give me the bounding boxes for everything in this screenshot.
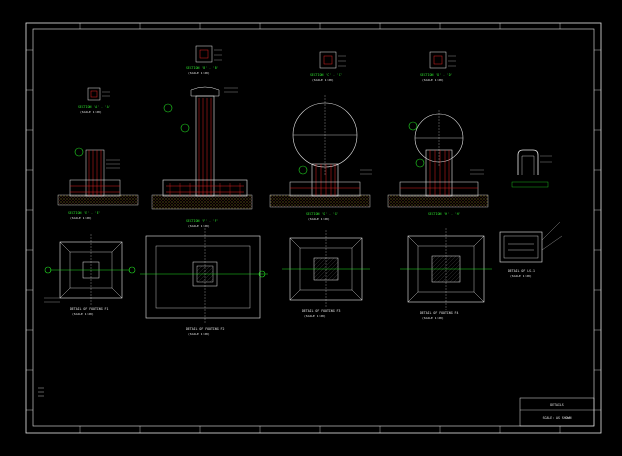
footing-f2-plan: DETAIL OF FOOTING F2 (SCALE 1:20) [140, 228, 268, 336]
footing-f1-title: DETAIL OF FOOTING F1 [70, 307, 108, 311]
left-edge-scale [38, 387, 44, 397]
sheet-border [25, 22, 602, 434]
footing-f1-scale: (SCALE 1:20) [72, 312, 94, 316]
tall-column-elevation: SECTION 'F' - 'F' (SCALE 1:20) [151, 86, 253, 228]
section-f-title: SECTION 'F' - 'F' [186, 219, 219, 223]
section-b-title: SECTION 'B' - 'B' [186, 66, 219, 70]
ls1-title: DETAIL OF LS-1 [508, 269, 535, 273]
title-block: DETAILS SCALE: AS SHOWN [519, 397, 595, 427]
section-c-scale: (SCALE 1:20) [312, 78, 334, 82]
ls-detail [511, 149, 552, 188]
section-a-small: SECTION 'A' - 'A' (SCALE 1:20) [78, 87, 111, 114]
footing-f3-title: DETAIL OF FOOTING F3 [302, 309, 340, 313]
globe-elevation-1: SECTION 'G' - 'G' (SCALE 1:20) [269, 95, 371, 221]
section-d-title: SECTION 'D' - 'D' [420, 73, 453, 77]
section-e-scale: (SCALE 1:20) [70, 216, 92, 220]
footing-f1-plan: DETAIL OF FOOTING F1 (SCALE 1:20) [44, 234, 136, 316]
section-g-scale: (SCALE 1:20) [308, 217, 330, 221]
footing-f3-scale: (SCALE 1:20) [304, 314, 326, 318]
title-block-title: DETAILS [550, 403, 564, 407]
section-d-scale: (SCALE 1:20) [422, 78, 444, 82]
footing-f2-scale: (SCALE 1:20) [188, 332, 210, 336]
section-e-title: SECTION 'E' - 'E' [68, 211, 101, 215]
section-a-scale: (SCALE 1:20) [80, 110, 102, 114]
footing-f4-scale: (SCALE 1:20) [422, 316, 444, 320]
section-c-title: SECTION 'C' - 'C' [310, 73, 343, 77]
section-a-title: SECTION 'A' - 'A' [78, 105, 111, 109]
section-h-title: SECTION 'H' - 'H' [428, 212, 461, 216]
ls1-plan: DETAIL OF LS-1 (SCALE 1:20) [499, 221, 563, 278]
footing-f3-plan: DETAIL OF FOOTING F3 (SCALE 1:20) [282, 230, 370, 318]
section-f-scale: (SCALE 1:20) [188, 224, 210, 228]
section-b-small: SECTION 'B' - 'B' (SCALE 1:20) [186, 45, 222, 75]
title-block-scale: SCALE: AS SHOWN [543, 416, 572, 420]
footing-f2-title: DETAIL OF FOOTING F2 [186, 327, 224, 331]
globe-elevation-2: SECTION 'H' - 'H' [387, 110, 489, 216]
ls1-scale: (SCALE 1:20) [510, 274, 532, 278]
footing-f4-plan: DETAIL OF FOOTING F4 (SCALE 1:20) [400, 228, 492, 320]
ground-strip-1: SECTION 'E' - 'E' (SCALE 1:20) [57, 147, 139, 220]
annotation-notes [44, 87, 484, 303]
section-g-title: SECTION 'G' - 'G' [306, 212, 339, 216]
section-b-scale: (SCALE 1:20) [188, 71, 210, 75]
section-d-small: SECTION 'D' - 'D' (SCALE 1:20) [420, 51, 456, 82]
footing-f4-title: DETAIL OF FOOTING F4 [420, 311, 458, 315]
section-c-small: SECTION 'C' - 'C' (SCALE 1:20) [310, 51, 346, 82]
